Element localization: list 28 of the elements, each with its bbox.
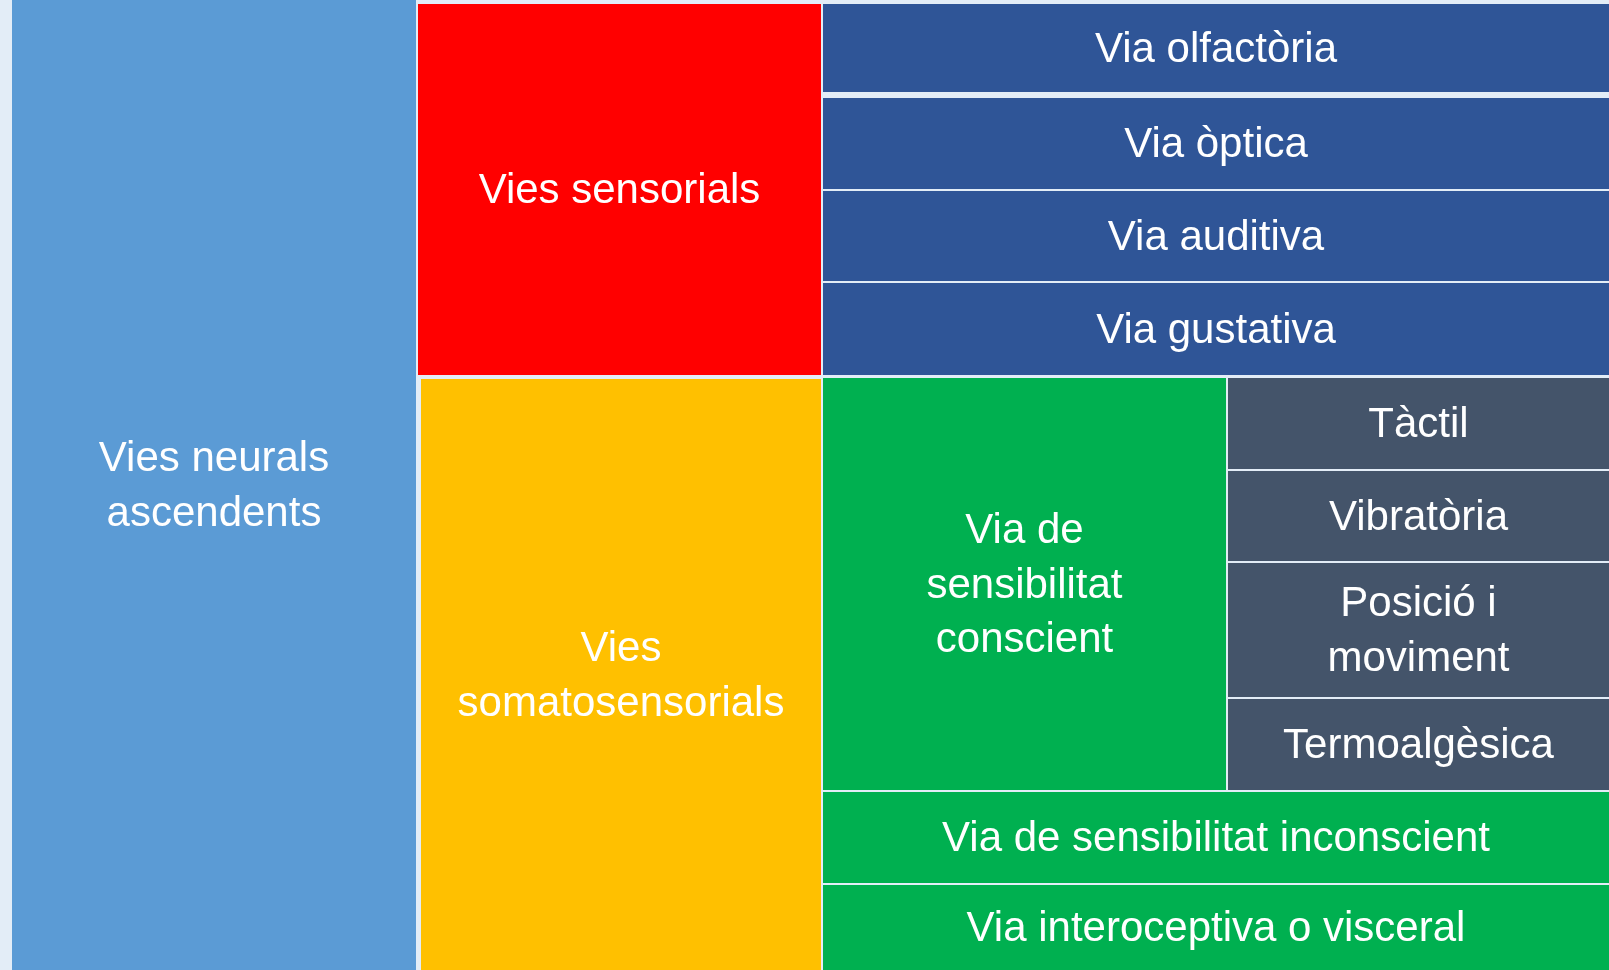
category-box: [823, 4, 1609, 92]
category-label: Via olfactòria: [1094, 22, 1337, 73]
category-label: Vies neurals ascendents: [97, 432, 331, 537]
category-box: [823, 885, 1609, 970]
category-label: Vies sensorials: [478, 164, 761, 215]
category-box: [421, 379, 821, 970]
category-box: [1228, 563, 1609, 697]
category-label: Via interoceptiva o visceral: [966, 902, 1466, 953]
category-label: Posició i moviment: [1326, 577, 1511, 682]
category-label: Termoalgèsica: [1283, 719, 1554, 770]
category-box: [1228, 471, 1609, 561]
category-box: [823, 191, 1609, 281]
category-box: [823, 378, 1226, 790]
category-label: Via de sensibilitat conscient: [925, 504, 1124, 664]
category-label: Tàctil: [1368, 398, 1469, 449]
category-box: [1228, 699, 1609, 790]
category-label: Via auditiva: [1107, 210, 1325, 261]
category-label: Via gustativa: [1096, 303, 1336, 354]
category-label: Vies somatosensorials: [456, 621, 786, 727]
category-box: [823, 98, 1609, 189]
category-label: Via òptica: [1124, 118, 1308, 169]
category-label: Vibratòria: [1329, 490, 1508, 541]
category-box: [12, 0, 416, 970]
category-label: Via de sensibilitat inconscient: [942, 812, 1490, 863]
category-box: [823, 283, 1609, 375]
category-box: [823, 792, 1609, 883]
category-box: [418, 4, 821, 375]
category-box: [1228, 378, 1609, 469]
